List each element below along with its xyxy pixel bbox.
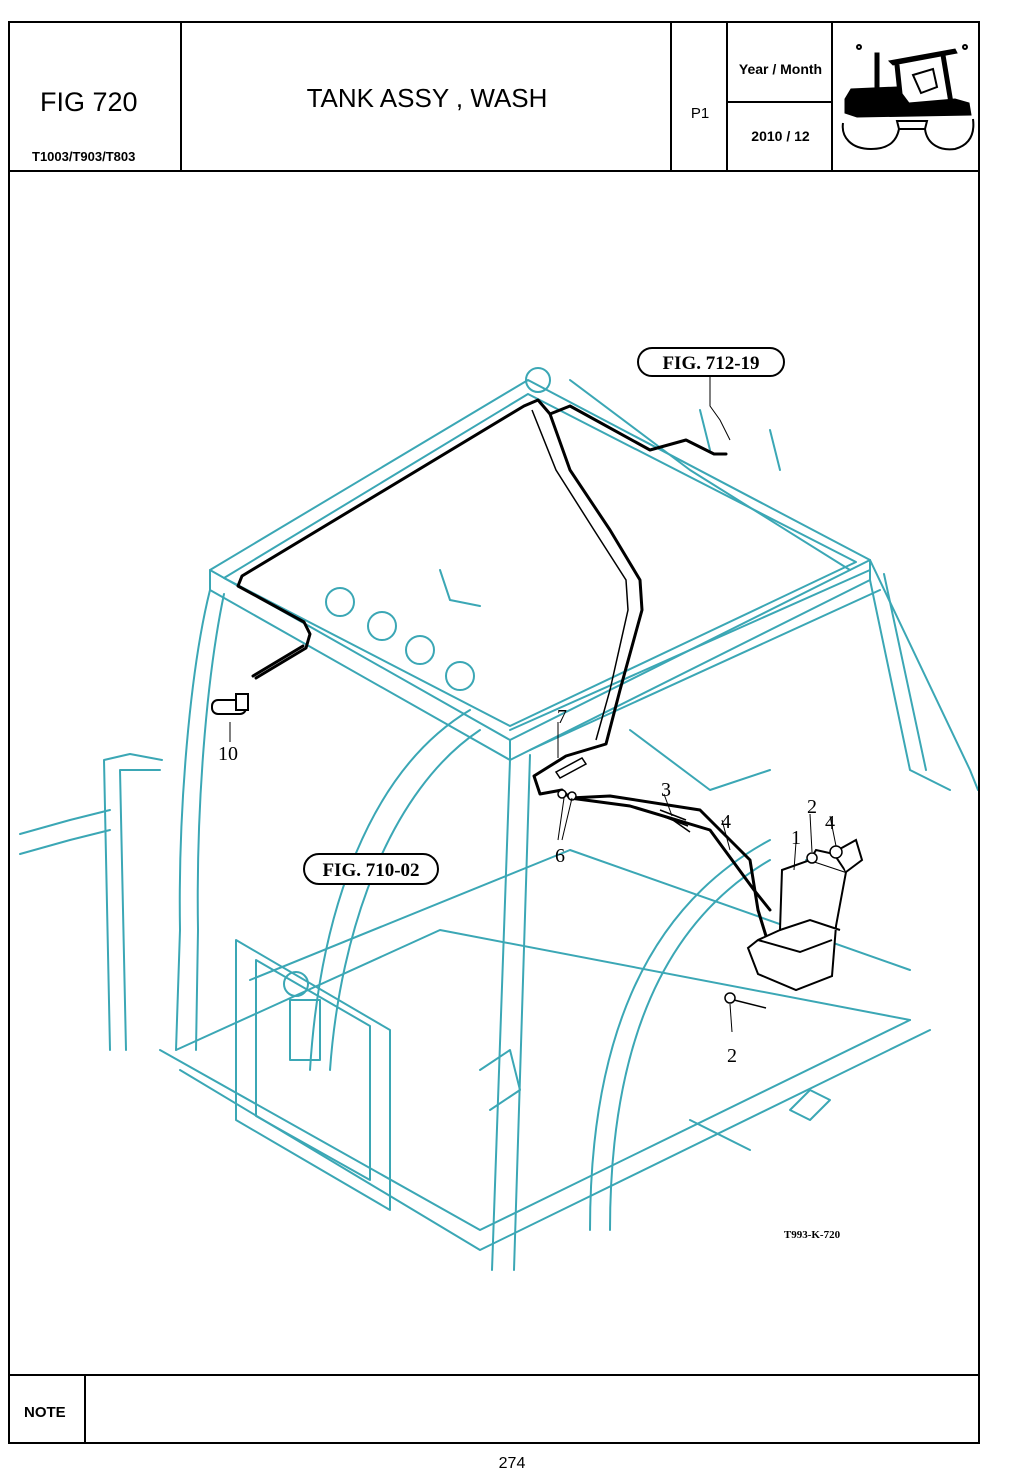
fittings-part-2-4	[724, 845, 843, 1009]
cab-illustration: FIG. 712-19 FIG. 710-02 10 7 3 4 2 4 1 6…	[19, 347, 979, 1271]
callout-4b: 4	[825, 812, 835, 834]
note-label: NOTE	[24, 1404, 66, 1421]
note-block: NOTE	[10, 1374, 978, 1444]
drawing-code: T993-K-720	[784, 1229, 841, 1241]
hose-clamp-part-7	[554, 757, 588, 779]
page-code: P1	[690, 105, 710, 122]
title-cell: TANK ASSY , WASH	[182, 23, 672, 170]
tractor-cell	[833, 23, 978, 170]
callout-3: 3	[661, 779, 671, 801]
callout-1: 1	[791, 827, 801, 849]
year-month-value: 2010 / 12	[751, 128, 810, 144]
year-month-divider	[728, 101, 833, 103]
callout-10: 10	[218, 743, 238, 765]
fig-ref-712-19: FIG. 712-19	[637, 347, 785, 377]
sleeve-part-3	[659, 809, 689, 827]
note-label-cell: NOTE	[10, 1376, 86, 1444]
year-month-cell: Year / Month 2010 / 12	[728, 23, 833, 170]
fig-ref-710-02-label: FIG. 710-02	[322, 860, 419, 881]
callout-6: 6	[555, 845, 565, 867]
fig-ref-712-19-label: FIG. 712-19	[662, 353, 759, 374]
leader-lines	[229, 370, 837, 1033]
parts-drawing: FIG. 712-19 FIG. 710-02 10 7 3 4 2 4 1 6…	[10, 170, 979, 1374]
fig-ref-710-02: FIG. 710-02	[303, 853, 439, 885]
cab-frame	[19, 367, 979, 1271]
hose-accent	[531, 409, 691, 833]
fig-cell: FIG 720 T1003/T903/T803	[10, 23, 182, 170]
callout-7: 7	[557, 706, 567, 728]
header-block: FIG 720 T1003/T903/T803 TANK ASSY , WASH…	[10, 23, 978, 172]
callout-4a: 4	[721, 811, 731, 833]
year-month-label: Year / Month	[738, 61, 823, 77]
nozzle-part-10	[211, 693, 249, 715]
callout-2b: 2	[727, 1045, 737, 1067]
washer-tank-part-1	[746, 838, 864, 992]
model-list: T1003/T903/T803	[32, 149, 136, 164]
tractor-icon	[841, 44, 975, 151]
page-frame: FIG 720 T1003/T903/T803 TANK ASSY , WASH…	[8, 21, 980, 1444]
fig-label: FIG 720	[40, 87, 138, 117]
callout-2a: 2	[807, 796, 817, 818]
page-title: TANK ASSY , WASH	[306, 83, 548, 113]
page-number: 274	[498, 1455, 526, 1472]
page-cell: P1	[672, 23, 728, 170]
